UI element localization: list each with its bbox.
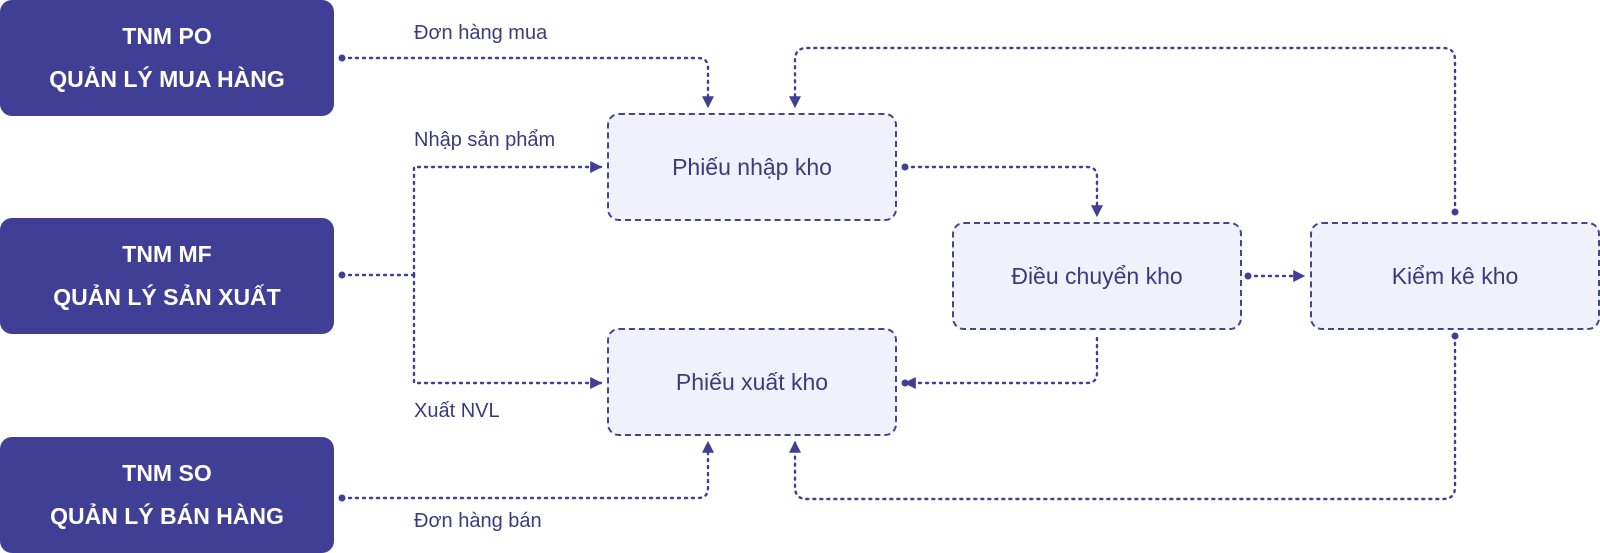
connector-mf-to-xuat xyxy=(412,273,603,389)
module-po: TNM PO QUẢN LÝ MUA HÀNG xyxy=(0,0,334,116)
process-phieu-nhap-kho-label: Phiếu nhập kho xyxy=(672,153,832,180)
connector-start-dot xyxy=(1451,208,1459,216)
connector-nhap-to-dieu xyxy=(903,165,1103,218)
connector-start-dot xyxy=(901,163,909,171)
connector-po-to-nhap xyxy=(340,56,714,109)
module-mf-code: TNM MF xyxy=(122,241,212,267)
connector-end-dot xyxy=(901,379,909,387)
label-xuat-nvl: Xuất NVL xyxy=(414,400,500,422)
connector-mf-to-nhap xyxy=(412,161,603,277)
process-phieu-xuat-kho: Phiếu xuất kho xyxy=(607,328,897,436)
module-po-name: QUẢN LÝ MUA HÀNG xyxy=(49,66,285,92)
process-phieu-xuat-kho-label: Phiếu xuất kho xyxy=(675,368,829,395)
connector-start-dot xyxy=(1451,332,1459,340)
process-dieu-chuyen-kho: Điều chuyển kho xyxy=(952,222,1242,330)
label-nhap-san-pham: Nhập sản phẩm xyxy=(414,129,556,151)
process-kiem-ke-kho-label: Kiểm kê kho xyxy=(1391,262,1519,289)
connector-start-dot xyxy=(338,494,346,502)
module-po-code: TNM PO xyxy=(122,23,212,49)
process-dieu-chuyen-kho-label: Điều chuyển kho xyxy=(1011,262,1183,289)
module-mf: TNM MF QUẢN LÝ SẢN XUẤT xyxy=(0,218,334,334)
connector-so-to-xuat xyxy=(340,440,714,500)
label-don-hang-ban: Đơn hàng bán xyxy=(414,510,542,532)
connector-dieu-to-xuat xyxy=(903,333,1099,389)
module-so: TNM SO QUẢN LÝ BÁN HÀNG xyxy=(0,437,334,553)
module-mf-name: QUẢN LÝ SẢN XUẤT xyxy=(53,284,281,310)
module-so-name: QUẢN LÝ BÁN HÀNG xyxy=(50,503,284,529)
process-kiem-ke-kho: Kiểm kê kho xyxy=(1310,222,1600,330)
label-don-hang-mua: Đơn hàng mua xyxy=(414,22,548,44)
module-so-code: TNM SO xyxy=(122,460,212,486)
connector-start-dot xyxy=(338,54,346,62)
process-phieu-nhap-kho: Phiếu nhập kho xyxy=(607,113,897,221)
connector-start-dot xyxy=(338,271,346,279)
connector-start-dot xyxy=(1244,272,1252,280)
